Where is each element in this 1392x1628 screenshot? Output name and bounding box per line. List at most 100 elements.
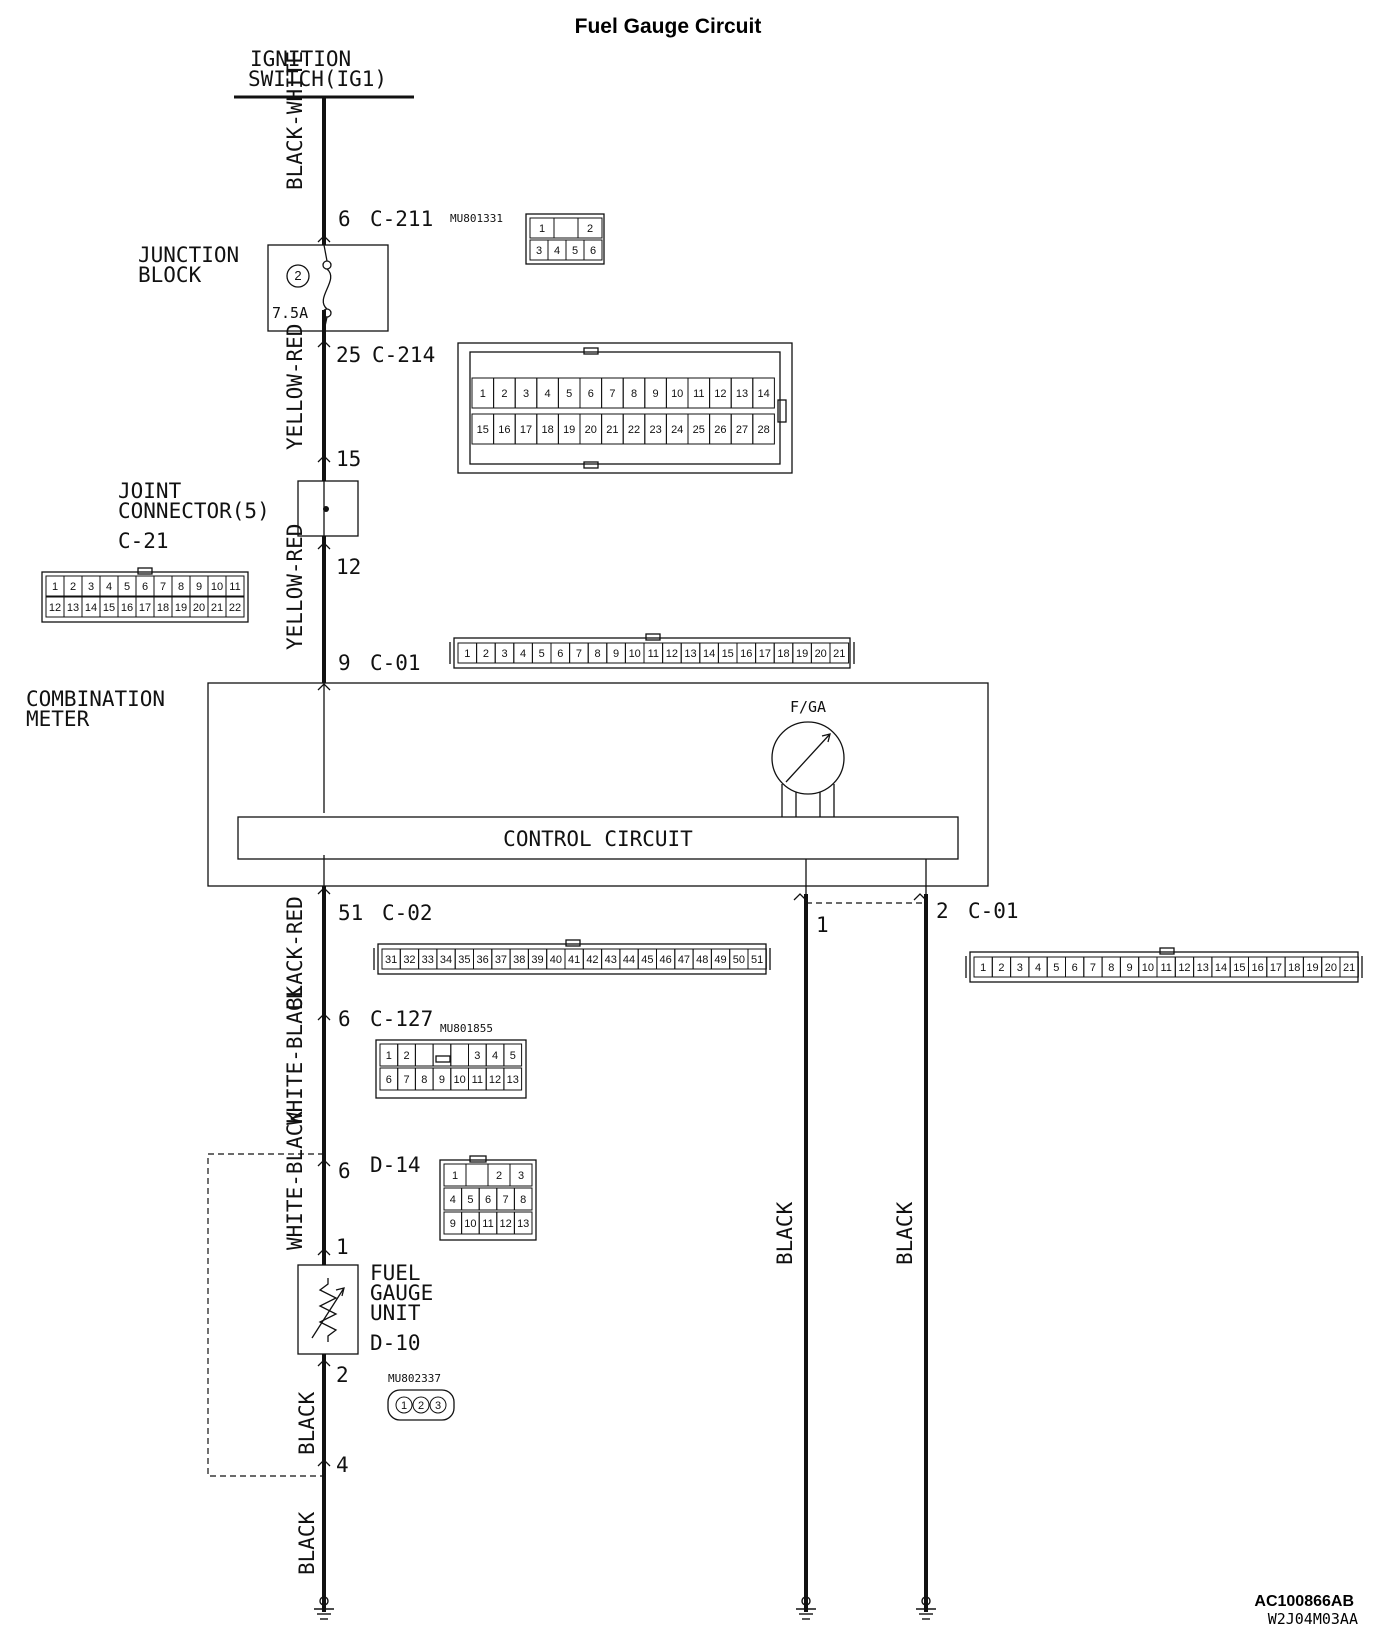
- svg-text:20: 20: [815, 648, 827, 660]
- ground-icon: [796, 1596, 816, 1620]
- svg-text:3: 3: [518, 1170, 524, 1182]
- wire-color-label: BLACK: [773, 1201, 797, 1265]
- connector-pin: 7: [1083, 956, 1103, 978]
- connector-pin: 13: [1193, 956, 1213, 978]
- connector-pin: 6: [1065, 956, 1085, 978]
- connector-pin: 20: [189, 596, 209, 618]
- connector-pin: 1: [395, 1396, 413, 1414]
- svg-text:7.5A: 7.5A: [272, 304, 308, 322]
- connector-pin: 6: [379, 1067, 399, 1091]
- svg-text:32: 32: [403, 954, 415, 966]
- svg-text:19: 19: [796, 648, 808, 660]
- connector-pin: 20: [579, 413, 603, 445]
- svg-text:15: 15: [722, 648, 734, 660]
- connector-pin: 18: [153, 596, 173, 618]
- svg-text:3: 3: [501, 648, 507, 660]
- svg-text:19: 19: [1306, 962, 1318, 974]
- pin-number: 4: [336, 1453, 349, 1477]
- connector-pin: 11: [468, 1067, 487, 1091]
- dashed-enclosure: [207, 1153, 324, 1477]
- svg-text:44: 44: [623, 954, 635, 966]
- connector-pin: 1: [379, 1043, 399, 1067]
- connector-pin: 1: [443, 1163, 467, 1187]
- pin-number: 6: [338, 207, 351, 231]
- svg-text:11: 11: [472, 1074, 483, 1086]
- connector-pin: 13: [503, 1067, 523, 1091]
- connector-pin: 6: [478, 1187, 498, 1211]
- svg-text:4: 4: [520, 648, 526, 660]
- wire-color-label: WHITE-BLACK: [283, 1111, 307, 1250]
- connector-pin: 5: [1046, 956, 1066, 978]
- connector-id: C-211: [370, 207, 433, 231]
- wire-color-label: BLACK-WHITE: [283, 51, 307, 190]
- svg-text:5: 5: [1053, 962, 1059, 974]
- connector-pin: 8: [1101, 956, 1121, 978]
- connector-pin: 36: [473, 948, 493, 970]
- connector-pin: 8: [171, 575, 191, 597]
- connector-pin: 34: [436, 948, 456, 970]
- connector-pin: 17: [755, 642, 775, 664]
- svg-text:4: 4: [1035, 962, 1041, 974]
- connector-pin: 2: [63, 575, 83, 597]
- svg-text:10: 10: [629, 648, 641, 660]
- connector-pin: 20: [1321, 956, 1341, 978]
- svg-text:12: 12: [1178, 962, 1190, 974]
- connector-pin: 9: [443, 1211, 463, 1235]
- svg-text:8: 8: [631, 388, 637, 400]
- wire-color-label: YELLOW-RED: [283, 324, 307, 450]
- pin-number: 2: [936, 899, 949, 923]
- connector-pin: 5: [565, 239, 585, 261]
- svg-text:12: 12: [49, 602, 61, 614]
- svg-text:1: 1: [386, 1050, 392, 1062]
- connector-pin: 1: [457, 642, 478, 664]
- svg-text:9: 9: [1126, 962, 1132, 974]
- svg-text:18: 18: [157, 602, 169, 614]
- connector-pin: 28: [752, 413, 775, 445]
- ground-symbols: [314, 1596, 936, 1620]
- wire-color-label: BLACK: [295, 1511, 319, 1575]
- connector-pin: 14: [752, 377, 775, 409]
- svg-text:8: 8: [1108, 962, 1114, 974]
- svg-text:2: 2: [587, 223, 593, 235]
- svg-text:41: 41: [568, 954, 580, 966]
- connector-pin: 2: [493, 377, 516, 409]
- svg-text:51: 51: [751, 954, 763, 966]
- connector-pin: 32: [399, 948, 420, 970]
- svg-text:16: 16: [498, 424, 510, 436]
- connector-pin: 11: [225, 575, 245, 597]
- connector-pin: 2: [397, 1043, 416, 1067]
- connector-pin: 5: [503, 1043, 523, 1067]
- svg-text:5: 5: [124, 581, 130, 593]
- svg-text:1: 1: [52, 581, 58, 593]
- svg-text:22: 22: [628, 424, 640, 436]
- part-number: MU801331: [450, 212, 503, 225]
- svg-text:11: 11: [693, 388, 704, 400]
- connector-pin: 50: [729, 948, 749, 970]
- connector-id: C-01: [370, 651, 421, 675]
- svg-text:C-21: C-21: [118, 529, 169, 553]
- svg-text:38: 38: [513, 954, 525, 966]
- svg-text:9: 9: [439, 1074, 445, 1086]
- svg-text:9: 9: [196, 581, 202, 593]
- diagram-title: Fuel Gauge Circuit: [575, 15, 762, 38]
- connector-pin: 21: [601, 413, 624, 445]
- svg-text:IGNITION: IGNITION: [250, 47, 351, 71]
- svg-text:28: 28: [757, 424, 769, 436]
- fuse-icon: [322, 268, 332, 310]
- connector-pin: 9: [1119, 956, 1140, 978]
- svg-text:2: 2: [403, 1050, 409, 1062]
- svg-text:5: 5: [467, 1194, 473, 1206]
- connector-pin: 3: [81, 575, 101, 597]
- pin-number: 12: [336, 555, 361, 579]
- svg-text:35: 35: [458, 954, 470, 966]
- connector-pin: 27: [730, 413, 754, 445]
- connector-pin: 3: [509, 1163, 533, 1187]
- svg-text:21: 21: [1343, 962, 1355, 974]
- svg-text:22: 22: [229, 602, 241, 614]
- pin-number: 9: [338, 651, 351, 675]
- svg-text:11: 11: [648, 648, 659, 660]
- connector-pin: 12: [662, 642, 682, 664]
